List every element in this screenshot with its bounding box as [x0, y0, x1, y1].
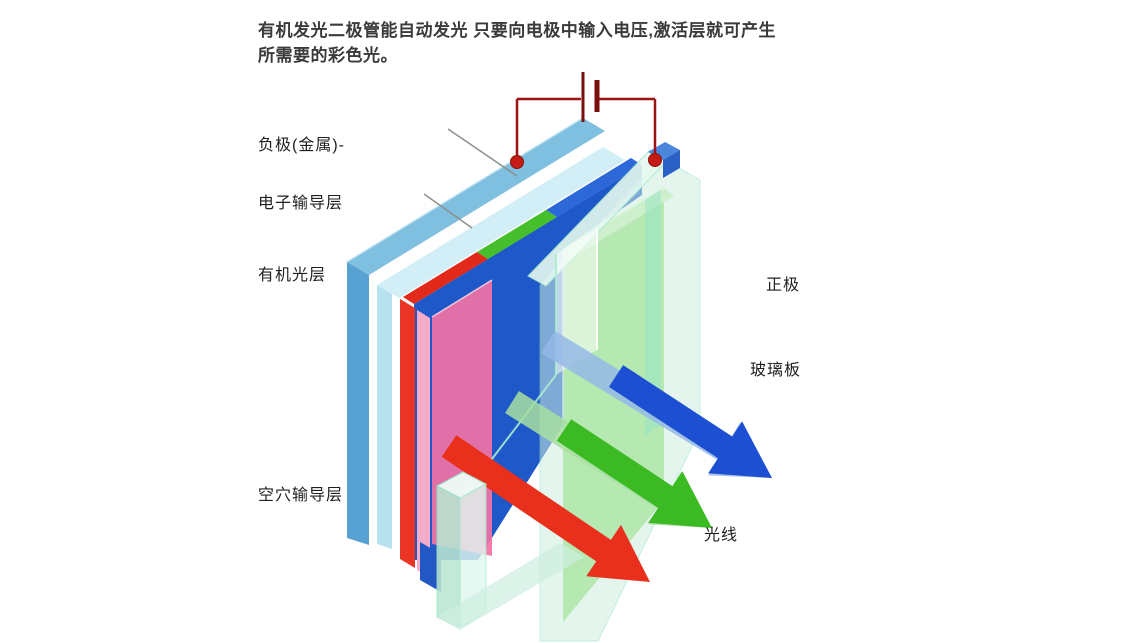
blue-bottom-corner	[420, 542, 441, 592]
green-light-arrow	[556, 419, 712, 528]
label-anode: 正极	[766, 277, 801, 294]
label-organic-layer: 有机光层	[258, 267, 327, 284]
figure-caption: 有机发光二极管能自动发光 只要向电极中输入电压,激活层就可产生 所需要的彩色光。	[258, 18, 833, 68]
pointer-lines	[423, 128, 518, 229]
caption-line-1: 有机发光二极管能自动发光 只要向电极中输入电压,激活层就可产生	[258, 21, 776, 40]
electron-layer-pointer-line	[423, 193, 473, 229]
red-light-arrow	[441, 435, 650, 582]
cathode-layer	[346, 117, 605, 545]
light-arrows	[441, 330, 772, 582]
label-hole-layer: 空穴输导层	[258, 487, 344, 504]
electron-transport-layer	[377, 147, 625, 549]
pink-side-stripe	[417, 310, 430, 578]
drive-circuit	[510, 72, 662, 169]
glass-front-column	[435, 471, 584, 630]
rgb-subpixel-band	[403, 158, 642, 304]
label-glass-plate: 玻璃板	[750, 362, 802, 379]
anode-terminal-dot	[648, 153, 662, 167]
cathode-pointer-line	[447, 128, 518, 177]
caption-line-2: 所需要的彩色光。	[258, 46, 398, 65]
label-electron-layer: 电子输导层	[258, 195, 344, 212]
blue-light-arrow	[608, 365, 772, 478]
label-light-rays: 光线	[704, 527, 739, 544]
battery-icon	[581, 72, 600, 122]
red-side-stripe	[400, 299, 415, 568]
cathode-terminal-dot	[510, 155, 524, 169]
label-cathode: 负极(金属)-	[258, 137, 345, 154]
